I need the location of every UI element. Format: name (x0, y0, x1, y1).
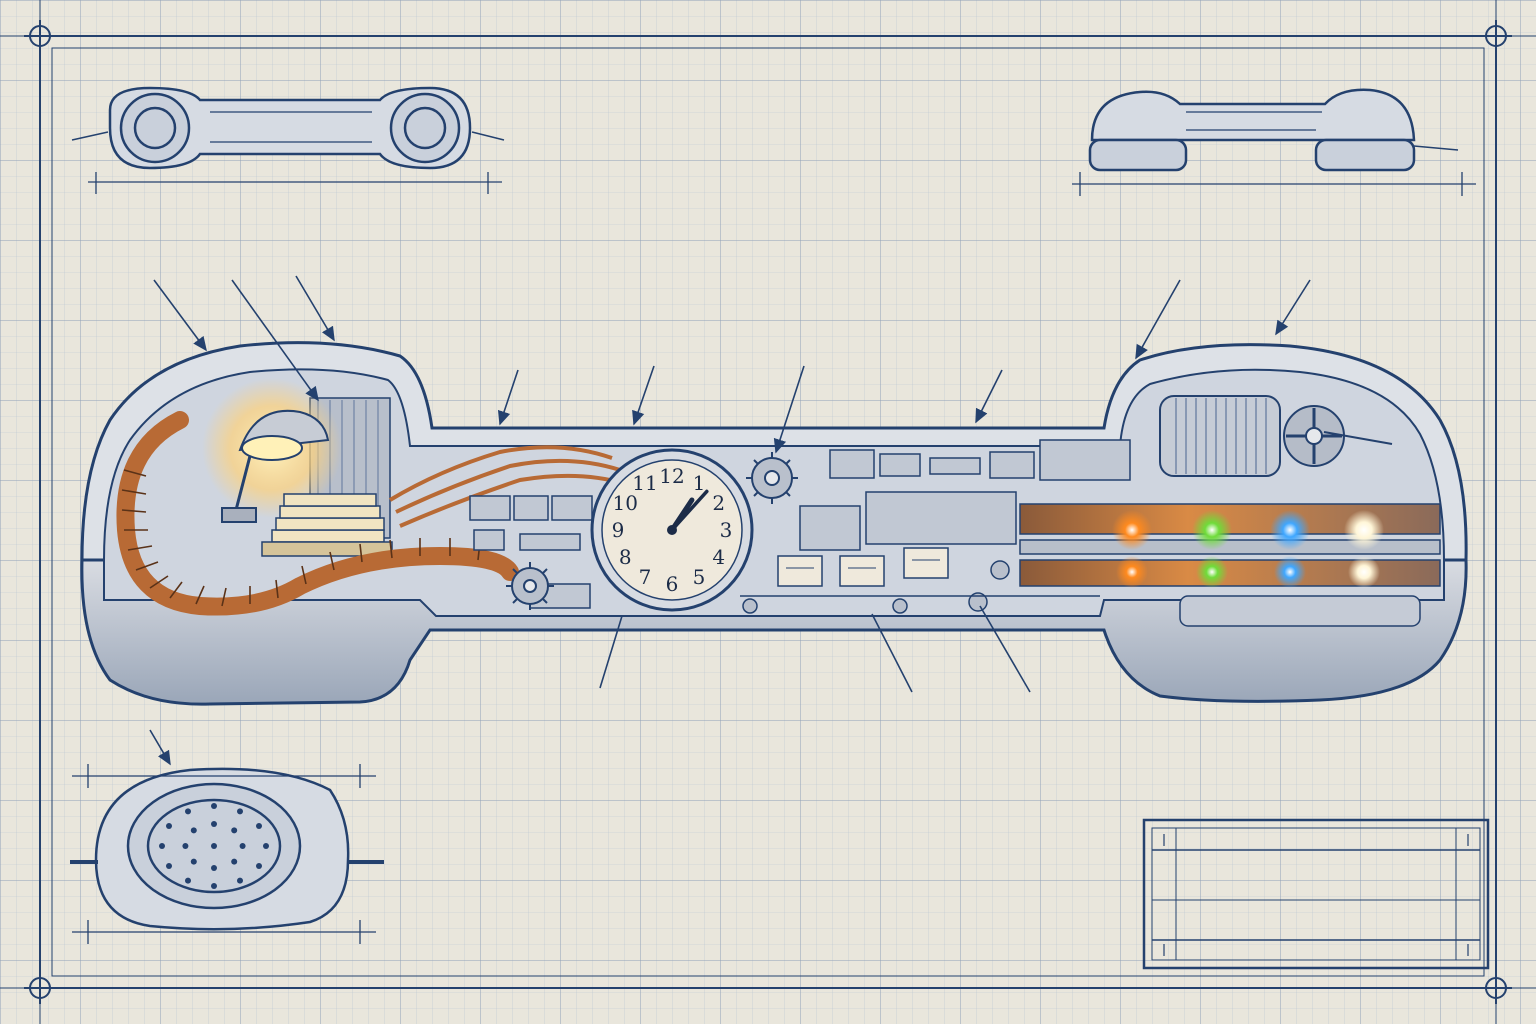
light-blue-lower (1274, 556, 1306, 588)
light-green-lower (1196, 556, 1228, 588)
earpiece-hole (166, 863, 172, 869)
copper-wires (388, 445, 627, 528)
clock-numeral: 9 (612, 518, 625, 542)
earpiece-hole (166, 823, 172, 829)
earpiece-hole (185, 808, 191, 815)
earpiece-hole (263, 843, 269, 849)
earpiece-hole (231, 827, 238, 834)
leader-arrows (149, 275, 1311, 766)
clock-numeral: 3 (720, 518, 733, 542)
clock-numeral: 11 (632, 471, 657, 495)
mid-mechanism (799, 439, 1131, 551)
clock-pivot (667, 525, 677, 535)
paper-stack-icon (261, 493, 393, 557)
earpiece-hole (190, 858, 197, 865)
desk-lamp-icon (221, 409, 330, 523)
bearing-rollers (742, 560, 1010, 614)
clock-numeral: 5 (693, 565, 706, 589)
clock-numeral: 8 (619, 545, 632, 569)
dimension-line-top-left (88, 172, 502, 194)
earpiece-hole (182, 843, 189, 849)
clock-numeral: 4 (712, 545, 725, 569)
clock-minute-hand (670, 489, 709, 532)
crosshair-icon-bottom-right (1480, 972, 1512, 1004)
dimension-line-bottom-left (72, 764, 376, 944)
earpiece-holes (159, 803, 269, 889)
earpiece-hole (190, 827, 197, 834)
light-blue (1270, 510, 1310, 550)
earpiece-hole (239, 843, 246, 849)
earpiece-hole (159, 843, 165, 849)
earpiece-hole (231, 858, 238, 865)
earpiece-hole (211, 803, 217, 809)
clock-numeral: 7 (639, 565, 652, 589)
crosshair-icon-top-right (1480, 20, 1512, 52)
title-block (1142, 818, 1490, 970)
earpiece-hole (237, 808, 243, 815)
crosshair-icon-bottom-left (24, 972, 56, 1004)
gear-icon-right (746, 452, 798, 504)
relay-blocks (469, 495, 593, 609)
clock-numeral: 12 (659, 464, 684, 488)
handset-side-view-icon (1088, 88, 1459, 172)
light-orange (1112, 510, 1152, 550)
light-orange-lower (1116, 556, 1148, 588)
light-white-lower (1348, 556, 1380, 588)
earpiece-hole (185, 877, 191, 884)
earpiece-hole (256, 823, 262, 829)
handset-top-view-icon (71, 86, 505, 170)
earpiece-hole (211, 821, 217, 827)
dimension-line-top-right (1072, 172, 1476, 196)
spool-coil-icon (1159, 395, 1393, 477)
clock-numeral: 10 (612, 491, 637, 515)
clock-numeral: 6 (666, 572, 679, 596)
light-green (1192, 510, 1232, 550)
earpiece-hole (211, 883, 217, 889)
earpiece-hole (256, 863, 262, 869)
light-white (1344, 510, 1384, 550)
copper-coil-hose (116, 411, 519, 616)
clock-numeral: 1 (693, 471, 706, 495)
clock-numeral: 2 (712, 491, 725, 515)
gear-icon-left (506, 562, 554, 610)
copper-coil-rings (121, 469, 481, 607)
label-tags (777, 547, 949, 587)
crosshair-icon-top-left (24, 20, 56, 52)
earpiece-hole (211, 865, 217, 871)
earpiece-hole (211, 843, 217, 849)
earpiece-hole (237, 877, 243, 884)
